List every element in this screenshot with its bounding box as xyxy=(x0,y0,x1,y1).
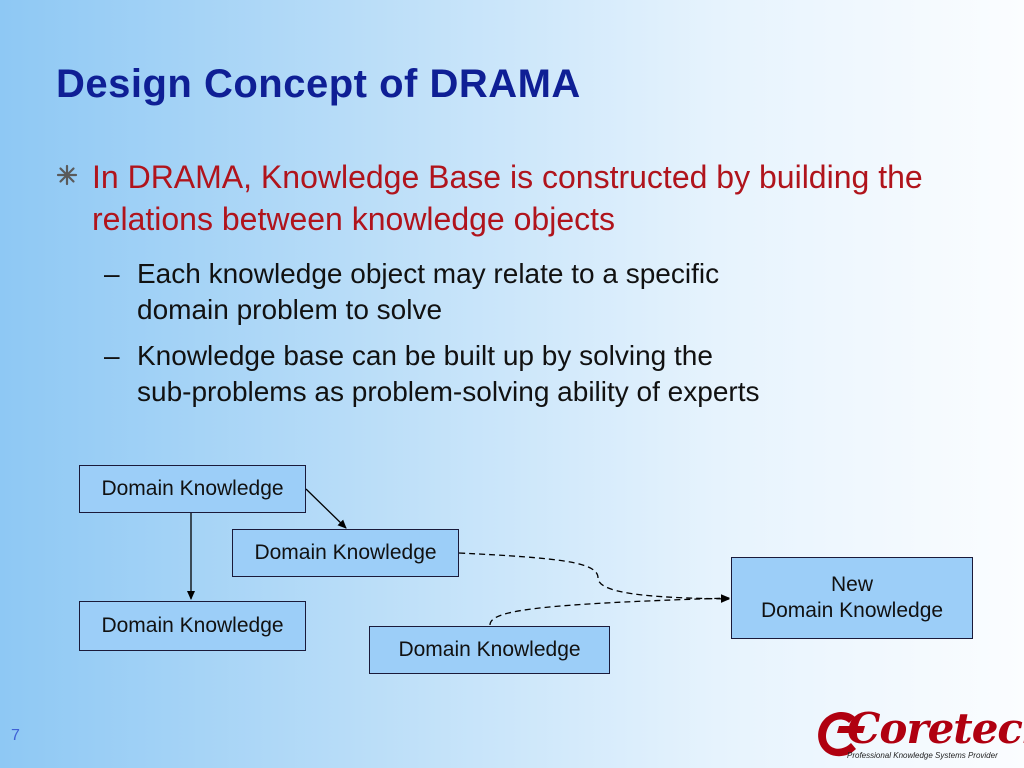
logo-tagline: Professional Knowledge Systems Provider xyxy=(847,751,998,760)
sub-bullet-text: Each knowledge object may relate to a sp… xyxy=(137,256,964,328)
sub-bullet-text: Knowledge base can be built up by solvin… xyxy=(137,338,964,410)
coretech-logo-c-icon xyxy=(818,711,865,757)
dashed-arrow-box4-to-new xyxy=(489,594,730,626)
main-bullet-text: In DRAMA, Knowledge Base is constructed … xyxy=(92,159,923,237)
sub-bullet-line: sub-problems as problem-solving ability … xyxy=(137,376,760,407)
new-domain-knowledge-line: Domain Knowledge xyxy=(760,599,944,622)
sub-bullet-line: Knowledge base can be built up by solvin… xyxy=(137,340,713,371)
sub-bullet-line: Each knowledge object may relate to a sp… xyxy=(137,258,720,289)
sub-bullet-item: – Knowledge base can be built up by solv… xyxy=(104,338,964,410)
main-bullet: In DRAMA, Knowledge Base is constructed … xyxy=(56,156,976,240)
dashed-arrow-box2-to-new xyxy=(458,552,730,603)
logo-wordmark: Coretech xyxy=(847,704,1024,753)
sub-bullet-list: – Each knowledge object may relate to a … xyxy=(104,256,964,420)
coretech-logo: Coretech Professional Knowledge Systems … xyxy=(811,704,1024,764)
sub-bullet-item: – Each knowledge object may relate to a … xyxy=(104,256,964,328)
arrow-box1-to-box2 xyxy=(305,488,347,529)
dash-bullet: – xyxy=(104,258,120,289)
page-title: Design Concept of DRAMA xyxy=(56,62,581,106)
asterisk-bullet-icon xyxy=(56,164,78,186)
domain-knowledge-box: Domain Knowledge xyxy=(232,529,459,577)
domain-knowledge-box: Domain Knowledge xyxy=(369,626,610,674)
domain-knowledge-box: Domain Knowledge xyxy=(79,601,306,651)
sub-bullet-line: domain problem to solve xyxy=(137,294,443,325)
new-domain-knowledge-box: New Domain Knowledge xyxy=(731,557,973,639)
new-domain-knowledge-line: New xyxy=(830,573,873,596)
dash-bullet: – xyxy=(104,340,120,371)
page-number: 7 xyxy=(11,727,20,744)
domain-knowledge-box: Domain Knowledge xyxy=(79,465,306,513)
